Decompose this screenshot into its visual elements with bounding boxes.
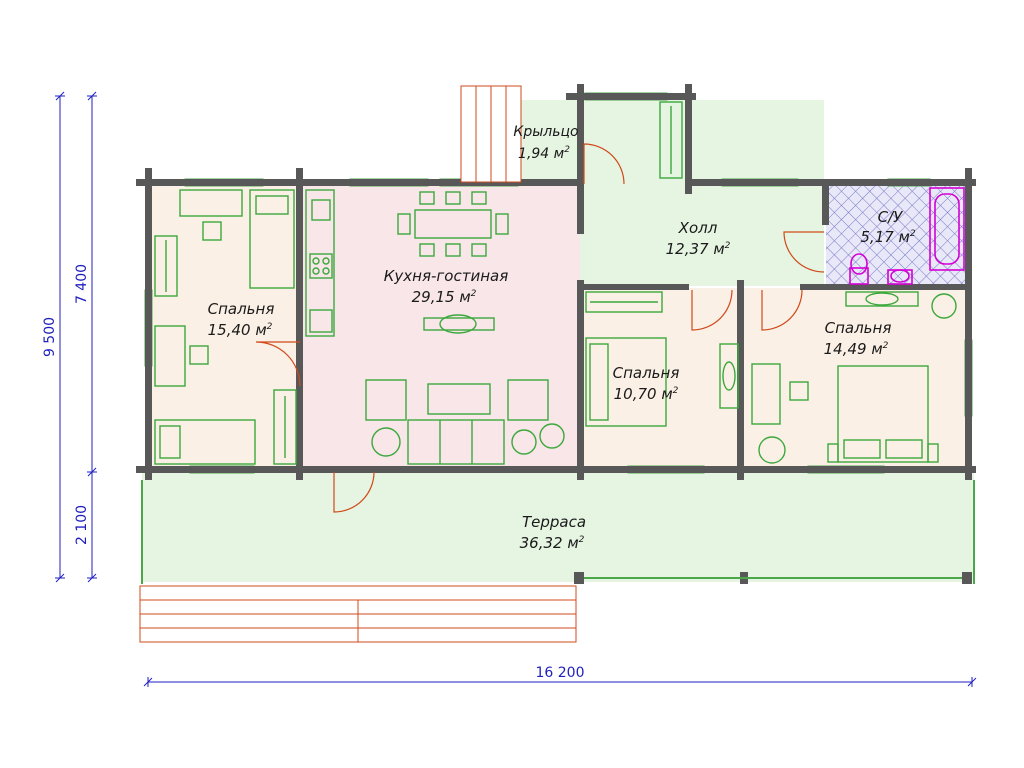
wall-bottom xyxy=(136,466,976,473)
room-name: Спальня xyxy=(613,364,680,382)
room-name: Холл xyxy=(678,219,718,237)
room-name: Спальня xyxy=(208,300,275,318)
room-label-kitchen: Кухня-гостиная 29,15 м2 xyxy=(384,267,508,306)
wall-terrace-post xyxy=(574,572,584,584)
furniture-hall xyxy=(659,101,683,179)
door-arc xyxy=(255,341,301,387)
room-label-bedroom-right: Спальня 14,49 м2 xyxy=(824,319,892,358)
door-arc xyxy=(583,143,625,185)
porch-stairs xyxy=(460,85,522,183)
furniture-kitchen xyxy=(305,189,565,465)
room-label-porch: Крыльцо 1,94 м2 xyxy=(513,124,578,162)
door-arc xyxy=(691,289,733,331)
door-arc xyxy=(761,289,803,331)
wall-bedrooms-divider xyxy=(737,280,744,480)
room-label-hall: Холл 12,37 м2 xyxy=(666,219,731,258)
dimension-total-height: 9 500 xyxy=(42,317,58,357)
wall-kitchen-hall xyxy=(577,84,584,234)
terrace-stairs xyxy=(139,585,577,643)
wall-bath-bottom xyxy=(800,284,972,290)
wall-right xyxy=(965,168,972,480)
dimension-main-height: 7 400 xyxy=(74,264,90,304)
wall-bedroom-kitchen xyxy=(296,168,303,480)
bedroom-center-fill xyxy=(580,288,740,468)
room-label-bedroom-left: Спальня 15,40 м2 xyxy=(208,300,275,339)
room-name: Кухня-гостиная xyxy=(384,267,508,285)
wall-top-hall xyxy=(688,179,976,186)
furniture-bedroom-center xyxy=(585,291,739,427)
wall-terrace-post xyxy=(962,572,972,584)
wall-top-left xyxy=(136,179,304,186)
room-area: 15,40 м2 xyxy=(208,321,273,339)
room-area: 29,15 м2 xyxy=(412,288,477,306)
wall-hall-bath xyxy=(822,179,829,225)
wall-kitchen-bedroom xyxy=(577,280,584,480)
dimension-total-width: 16 200 xyxy=(536,665,585,681)
room-name: С/У xyxy=(878,208,904,226)
room-name: Спальня xyxy=(825,319,892,337)
dimension-lines xyxy=(55,91,977,687)
furniture-bathroom xyxy=(849,187,965,285)
room-label-terrace: Терраса 36,32 м2 xyxy=(520,513,586,552)
furniture-bedroom-left xyxy=(154,189,297,465)
room-area: 14,49 м2 xyxy=(824,340,889,358)
dimension-terrace-depth: 2 100 xyxy=(74,505,90,545)
walls xyxy=(136,84,976,584)
room-label-bathroom: С/У 5,17 м2 xyxy=(860,208,915,246)
door-arc xyxy=(333,471,375,513)
terrace-fill xyxy=(142,470,974,582)
room-area: 10,70 м2 xyxy=(614,385,679,403)
door-arc xyxy=(783,231,825,273)
doors xyxy=(255,143,825,513)
room-name: Крыльцо xyxy=(513,124,578,140)
porch-fill xyxy=(520,100,580,186)
room-area: 12,37 м2 xyxy=(666,240,731,258)
wall-hall-bedrooms xyxy=(577,284,689,290)
wall-top-kitchen xyxy=(296,179,584,186)
wall-top-porch xyxy=(566,93,696,100)
room-label-bedroom-center: Спальня 10,70 м2 xyxy=(613,364,680,403)
room-area: 36,32 м2 xyxy=(520,534,585,552)
bedroom-left-fill xyxy=(152,186,300,468)
room-area: 5,17 м2 xyxy=(860,228,915,246)
room-name: Терраса xyxy=(522,513,586,531)
furniture-bedroom-right xyxy=(751,291,957,464)
room-area: 1,94 м2 xyxy=(518,145,570,162)
wall-left xyxy=(145,168,152,480)
hall-fill xyxy=(580,100,824,286)
wall-porch-right xyxy=(685,84,692,194)
bedroom-right-fill xyxy=(740,288,968,468)
